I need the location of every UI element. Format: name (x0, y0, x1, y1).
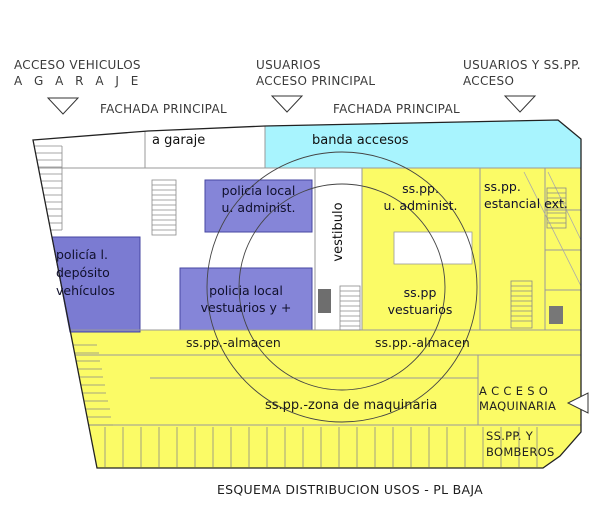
elevator-core (318, 289, 331, 313)
drawing-title: ESQUEMA DISTRIBUCION USOS - PL BAJA (216, 482, 484, 497)
annotation-line: ACCESO VEHICULOS (14, 58, 141, 72)
zone-label-line: ss.pp. (402, 181, 439, 196)
ramp-diagonals (523, 171, 582, 287)
zone-label-banda-accesos: banda accesos (312, 133, 409, 148)
zone-label-line: policía l. (56, 247, 108, 262)
left-ramp-hatch-top (34, 145, 63, 231)
annotation-acceso-maquinaria: A C C E S O MAQUINARIA (479, 384, 556, 414)
layout-circles (206, 151, 478, 423)
interior-walls (39, 126, 581, 426)
annotation-fachada-right: FACHADA PRINCIPAL (333, 102, 460, 116)
zone-label-line: vehículos (56, 283, 115, 298)
zone-label-maquinaria: ss.pp.-zona de maquinaria (265, 398, 438, 413)
zone-label-line: vestuarios (387, 302, 453, 317)
annotation-line: BOMBEROS (486, 445, 555, 459)
annotation-line: ACCESO PRINCIPAL (256, 74, 376, 88)
access-triangle-main (270, 95, 304, 113)
zone-label-line: policia local (221, 183, 296, 198)
parking-bays (104, 427, 538, 467)
annotation-line: MAQUINARIA (479, 399, 557, 413)
left-ramp-hatch-bottom (73, 344, 113, 426)
annotation-line: SS.PP. Y (486, 429, 534, 443)
zone-label-line: ss.pp (403, 285, 437, 300)
stair-left (151, 179, 177, 236)
stair-right-bay (546, 187, 567, 229)
zone-label-deposito: policía l. depósito vehículos (56, 246, 115, 300)
annotation-line: USUARIOS (256, 58, 321, 72)
stair-right (510, 280, 533, 329)
zone-label-sspp-estancial: ss.pp. estancial ext. (484, 178, 580, 212)
zone-label-policia-vestuarios: policia local vestuarios y + (180, 282, 312, 316)
zone-label-line: u. administ. (383, 198, 458, 213)
zone-label-line: u. administ. (221, 200, 296, 215)
elevator-core-right (549, 306, 563, 324)
zone-label-line: depósito (56, 265, 110, 280)
annotation-line: A C C E S O (479, 384, 549, 398)
zone-label-sspp-admin: ss.pp. u. administ. (368, 180, 473, 214)
stair-vestibule (339, 285, 361, 331)
zone-label-a-garaje: a garaje (152, 133, 206, 148)
zone-label-almacen-left: ss.pp.-almacen (186, 335, 281, 350)
annotation-access-vehicles: ACCESO VEHICULOS A G A R A J E (14, 57, 142, 89)
annotation-fachada-left: FACHADA PRINCIPAL (100, 102, 227, 116)
annotation-users-sspp: USUARIOS Y SS.PP. ACCESO (463, 57, 581, 89)
zone-label-line: ss.pp. (484, 179, 521, 194)
annotation-line: ACCESO (463, 74, 515, 88)
access-triangle-garage (46, 97, 80, 115)
site-outline-stroke (32, 119, 582, 469)
zone-label-almacen-right: ss.pp.-almacen (375, 335, 470, 350)
annotation-line: USUARIOS Y SS.PP. (463, 58, 581, 72)
zone-label-line: policia local (209, 283, 283, 298)
access-triangle-machinery (566, 392, 589, 414)
zone-label-sspp-vestuarios: ss.pp vestuarios (370, 284, 470, 318)
zone-label-line: vestuarios y + (200, 300, 292, 315)
zone-label-line: estancial ext. (484, 196, 568, 211)
zone-label-vestibulo: vestibulo (331, 202, 346, 262)
access-triangle-sspp (503, 95, 537, 113)
annotation-users-main: USUARIOS ACCESO PRINCIPAL (256, 57, 375, 89)
zone-label-policia-admin: policia local u. administ. (205, 182, 312, 216)
room-white (393, 231, 473, 265)
annotation-line: A G A R A J E (14, 74, 143, 88)
annotation-sspp-bomberos: SS.PP. Y BOMBEROS (486, 428, 555, 460)
